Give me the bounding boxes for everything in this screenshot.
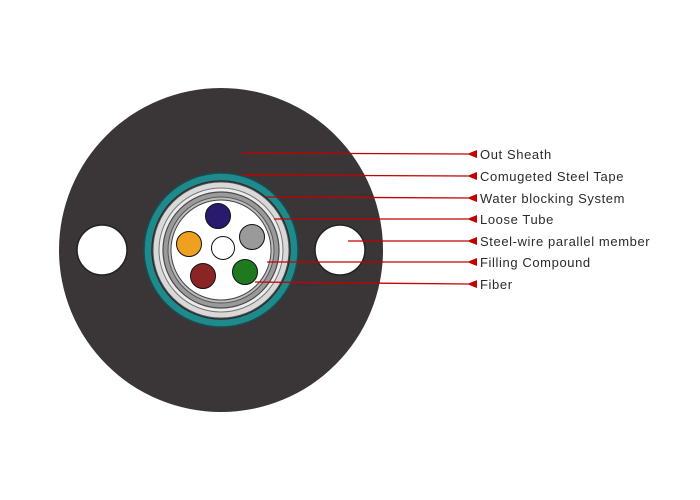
leader-steel-tape (241, 172, 478, 181)
label-fiber: Fiber (480, 277, 513, 292)
strength-member-left (76, 224, 128, 276)
leader-out-sheath (241, 150, 478, 159)
fiber-white-center (211, 236, 235, 260)
fiber-green (232, 259, 258, 285)
steel-tape-inner-edge (151, 180, 291, 320)
label-steel-tape: Comugeted Steel Tape (480, 169, 624, 184)
label-water-blocking: Water blocking System (480, 191, 625, 206)
fiber-blue (205, 203, 231, 229)
label-filling-compound: Filling Compound (480, 255, 591, 270)
component-labels: Out Sheath Comugeted Steel Tape Water bl… (480, 147, 650, 292)
fiber-gray (239, 224, 265, 250)
label-loose-tube: Loose Tube (480, 212, 554, 227)
leader-water-blocking (265, 194, 478, 203)
label-out-sheath: Out Sheath (480, 147, 552, 162)
leader-fiber (254, 280, 478, 289)
fiber-red (190, 263, 216, 289)
strength-member-right (314, 224, 366, 276)
label-strength-member: Steel-wire parallel member (480, 234, 650, 249)
leader-lines (241, 150, 478, 289)
fiber-orange (176, 231, 202, 257)
